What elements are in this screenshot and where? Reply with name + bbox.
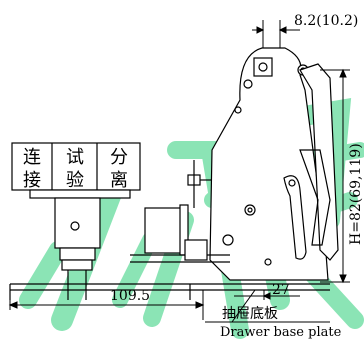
switch-label-connect: 连 接 [23,147,41,191]
curved-slot [283,175,307,260]
switch-label-disconnect-line1: 分 [110,147,128,168]
switch-label-test-line2: 验 [66,170,84,191]
height-dimension-label: H=82(69,119) [348,143,364,245]
switch-panel [11,142,141,191]
dimension-27-label: 27 [272,282,290,298]
switch-label-test-line1: 试 [66,147,84,168]
switch-label-connect-line1: 连 [23,147,41,168]
top-dimension-label: 8.2(10.2) [294,13,358,29]
linkage [130,239,230,263]
switch-label-connect-line2: 接 [23,170,41,191]
height-dimension [320,68,350,284]
switch-bracket [29,189,131,300]
dimension-109-5 [8,290,205,320]
switch-label-test: 试 验 [66,147,84,191]
base-plate-leader [205,289,330,323]
base-plate-label-en: Drawer base plate [220,325,342,340]
switch-label-disconnect-line2: 离 [110,170,128,191]
switch-label-disconnect: 分 离 [110,147,128,191]
dimension-27 [234,290,300,300]
dimension-109-5-label: 109.5 [110,288,150,304]
base-plate-label-cn: 抽屉底板 [222,306,278,322]
lever-arm [299,63,339,261]
